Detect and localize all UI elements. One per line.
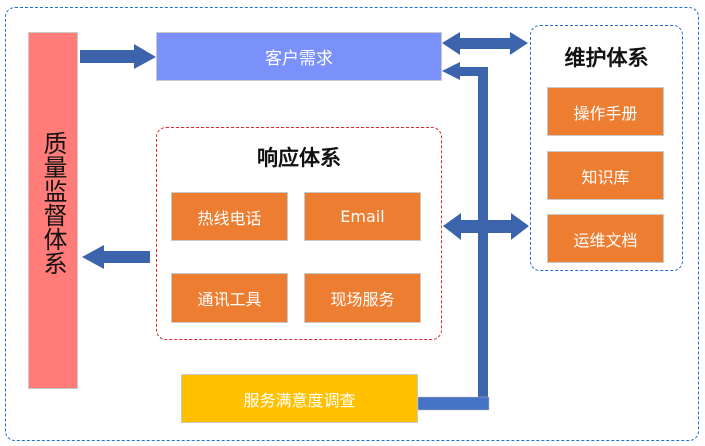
maintenance-item-manual: 操作手册 [547,87,664,136]
customer-demand-box: 客户需求 [156,32,442,81]
maintenance-item-ops-docs: 运维文档 [547,214,664,263]
satisfaction-survey-box: 服务满意度调查 [181,374,418,423]
arrow-response-maintenance-bidirectional [443,213,529,240]
response-item-label: 通讯工具 [197,290,262,309]
response-item-label: Email [340,207,385,226]
survey-connector [417,396,490,411]
arrow-response-to-quality [82,245,150,269]
quality-supervision-label: 质量监督体系 [39,131,67,275]
maintenance-system-title: 维护体系 [564,46,649,70]
maintenance-system-group [530,25,683,271]
outer-container [5,7,699,441]
maintenance-item-label: 运维文档 [573,230,638,250]
quality-supervision-box: 质量监督体系 [28,32,78,389]
response-item-onsite-service: 现场服务 [304,273,421,323]
customer-demand-label: 客户需求 [265,49,333,69]
response-item-label: 现场服务 [330,290,395,309]
arrow-demand-maintenance-bidirectional [442,32,528,55]
response-item-hotline: 热线电话 [171,192,288,241]
response-item-email: Email [304,192,421,241]
response-item-im-tools: 通讯工具 [171,273,288,323]
satisfaction-survey-label: 服务满意度调查 [243,390,356,410]
response-system-group [156,127,442,340]
response-item-label: 热线电话 [197,208,262,228]
maintenance-item-label: 知识库 [581,167,630,187]
arrow-quality-to-demand [80,44,156,69]
maintenance-item-label: 操作手册 [573,103,638,123]
response-system-title: 响应体系 [257,146,341,170]
maintenance-item-knowledge-base: 知识库 [547,151,664,200]
